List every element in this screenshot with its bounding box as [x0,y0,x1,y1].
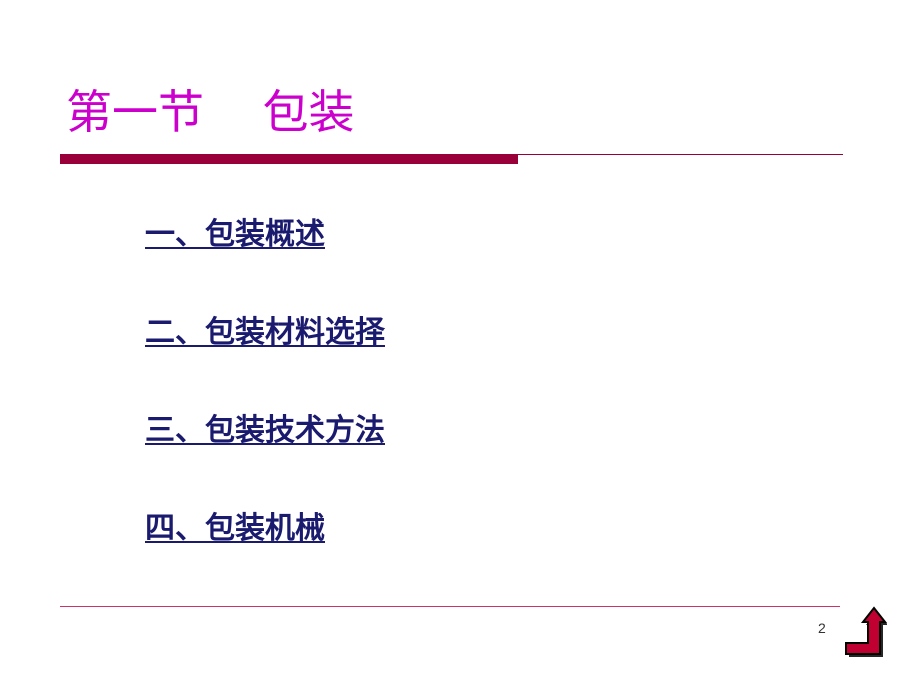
toc-link-machinery[interactable]: 四、包装机械 [145,511,325,546]
toc-link-techniques[interactable]: 三、包装技术方法 [145,413,385,448]
title-underline-thin [518,154,843,155]
toc-link-materials[interactable]: 二、包装材料选择 [145,315,385,350]
toc-item-overview: 一、包装概述 [145,212,385,310]
slide-title: 第一节 包装 [66,85,355,139]
toc-item-machinery: 四、包装机械 [145,506,385,604]
footer-divider [60,606,840,607]
title-underline-thick [60,154,518,164]
page-number: 2 [818,620,826,636]
return-arrow-icon [845,606,887,657]
toc-item-techniques: 三、包装技术方法 [145,408,385,506]
toc-link-overview[interactable]: 一、包装概述 [145,217,325,252]
table-of-contents: 一、包装概述 二、包装材料选择 三、包装技术方法 四、包装机械 [145,212,385,604]
toc-item-materials: 二、包装材料选择 [145,310,385,408]
return-button[interactable] [843,604,887,658]
